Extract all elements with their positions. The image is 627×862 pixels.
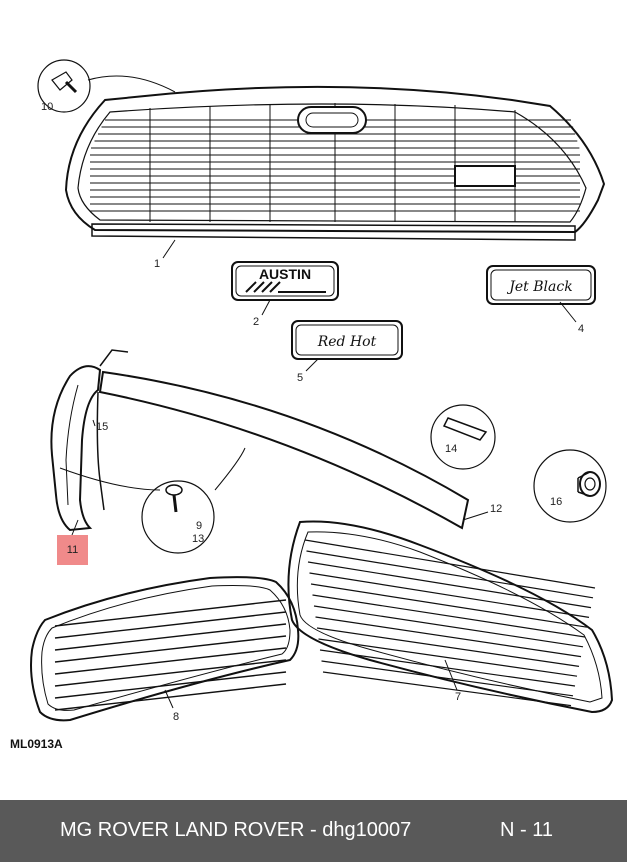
grille-slat (312, 594, 586, 638)
grille-slat (54, 647, 287, 675)
callout-16: 16 (550, 496, 562, 508)
highlighted-part-11[interactable]: 11 (57, 535, 88, 565)
grille-lower-left-slats (54, 599, 287, 711)
footer-page: N - 11 (500, 819, 553, 841)
callout-4: 4 (578, 323, 584, 335)
trim-bar-12 (98, 370, 470, 530)
grille-slat (54, 635, 287, 663)
drawing-code: ML0913A (10, 737, 63, 751)
callout-7: 7 (455, 691, 461, 703)
screw-10 (37, 59, 176, 113)
callout-15: 15 (96, 421, 108, 433)
grille-slat (306, 550, 594, 599)
austin-badge (231, 261, 339, 301)
grommet-16 (533, 449, 607, 523)
callout-11: 11 (66, 544, 79, 556)
grille-lower-right (287, 520, 614, 714)
callout-2: 2 (253, 316, 259, 328)
parts-diagram: AUSTIN Jet Black Red Hot (30, 59, 614, 723)
footer-label: MG ROVER LAND ROVER - dhg10007 (60, 819, 412, 841)
footer-bar: MG ROVER LAND ROVER - dhg10007 N - 11 (0, 800, 627, 862)
side-bracket-11 (50, 349, 129, 532)
grille-lower-right-slats (304, 539, 596, 707)
callout-5: 5 (297, 372, 303, 384)
grille-slat (304, 539, 596, 589)
grille-slat (54, 611, 287, 639)
clip-14 (430, 404, 496, 470)
austin-badge-text: AUSTIN (259, 266, 311, 282)
grille-slat (319, 649, 576, 687)
callout-12: 12 (490, 503, 502, 515)
grille-slat (322, 671, 572, 707)
callout-8: 8 (173, 711, 179, 723)
grille-slat (54, 671, 287, 699)
grille-slat (54, 599, 287, 627)
grille-upper (64, 85, 606, 241)
callout-10: 10 (41, 101, 53, 113)
red-hot-badge (291, 320, 403, 360)
grille-slat (54, 659, 287, 687)
red-hot-badge-text: Red Hot (317, 334, 377, 350)
callout-9: 9 (196, 520, 202, 532)
grille-slat (54, 623, 287, 651)
grille-slat (318, 638, 578, 677)
grille-slat (315, 616, 582, 658)
jet-black-badge (486, 265, 596, 305)
callout-14: 14 (445, 443, 457, 455)
callout-1: 1 (154, 258, 160, 270)
grille-slat (307, 561, 592, 609)
grille-slat (309, 572, 590, 618)
screw-9 (59, 447, 246, 554)
grille-slat (313, 605, 584, 648)
grille-slat (310, 583, 588, 628)
grille-slat (321, 660, 574, 697)
grille-lower-left (30, 576, 300, 722)
callout-13: 13 (192, 533, 204, 545)
grille-slat (54, 683, 287, 711)
jet-black-badge-text: Jet Black (506, 279, 572, 295)
grille-slat (316, 627, 580, 667)
leader-lines (71, 239, 577, 709)
